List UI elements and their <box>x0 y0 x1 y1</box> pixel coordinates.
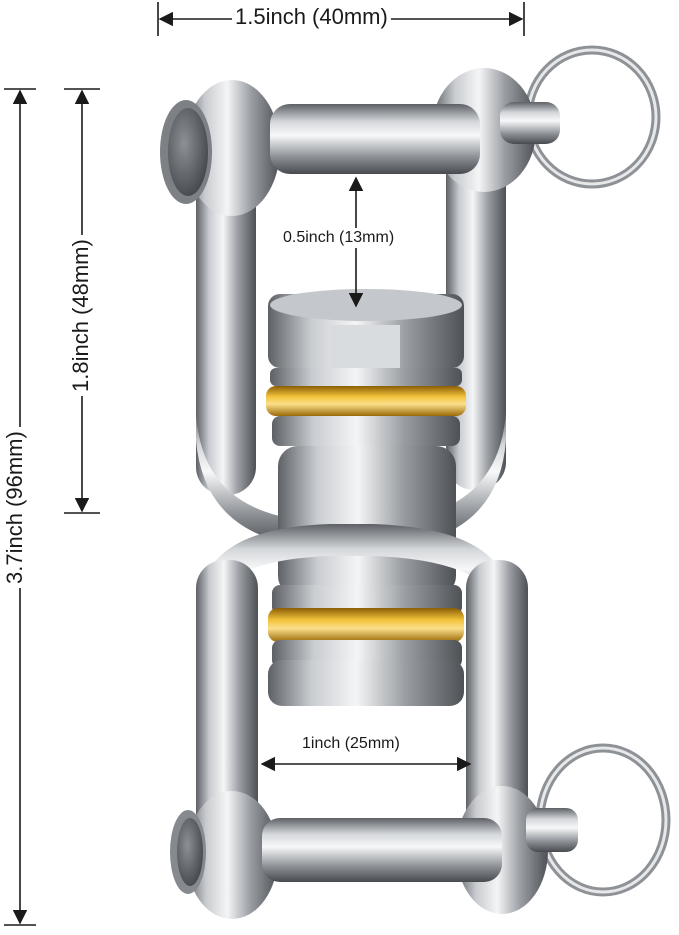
lower-pin <box>170 808 578 894</box>
upper-pin <box>160 100 560 204</box>
total-height-dimension-label: 3.7inch (96mm) <box>2 427 27 588</box>
width-dimension-label: 1.5inch (40mm) <box>232 6 391 28</box>
lower-brass-bearing-ring <box>268 608 464 642</box>
jaw-width-dimension-label: 1inch (25mm) <box>299 734 403 754</box>
swivel-body <box>278 446 456 596</box>
lower-bearing-stack <box>268 585 464 706</box>
upper-shackle-body <box>184 68 536 548</box>
pin-gap-dimension-label: 0.5inch (13mm) <box>280 228 398 248</box>
upper-brass-bearing-ring <box>266 386 466 416</box>
upper-height-dimension-label: 1.8inch (48mm) <box>68 235 93 396</box>
upper-bearing-stack <box>266 289 466 446</box>
